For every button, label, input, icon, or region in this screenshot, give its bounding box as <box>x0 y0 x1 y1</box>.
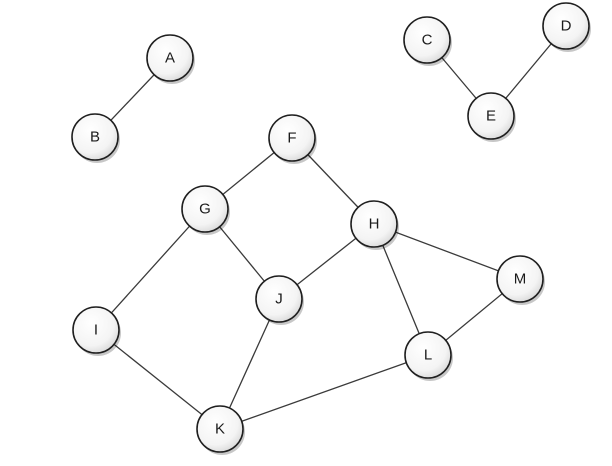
node-i: I <box>72 306 121 356</box>
node-d: D <box>542 2 591 52</box>
node-label: F <box>287 130 296 147</box>
node-circle <box>146 34 194 82</box>
node-circle <box>268 114 316 162</box>
node-circle <box>181 185 229 233</box>
node-label: E <box>486 108 496 125</box>
node-b: B <box>71 113 120 163</box>
node-label: G <box>199 201 211 218</box>
node-g: G <box>181 185 230 235</box>
nodes-layer: A B C D E F G H I J K L M <box>71 2 591 455</box>
node-circle <box>496 255 544 303</box>
node-circle <box>542 2 590 50</box>
node-label: J <box>275 291 283 308</box>
node-label: H <box>369 216 380 233</box>
node-j: J <box>255 275 304 325</box>
node-m: M <box>496 255 545 305</box>
node-label: K <box>215 421 225 438</box>
node-c: C <box>403 16 452 66</box>
node-k: K <box>196 405 245 455</box>
node-circle <box>403 16 451 64</box>
edges-layer <box>94 25 567 430</box>
node-label: M <box>514 271 527 288</box>
node-label: C <box>422 32 433 49</box>
edge-k-l <box>219 354 429 430</box>
node-a: A <box>146 34 195 84</box>
node-label: B <box>90 129 100 146</box>
node-circle <box>404 331 452 379</box>
node-circle <box>350 200 398 248</box>
node-label: A <box>165 50 175 67</box>
node-label: L <box>424 347 432 364</box>
node-circle <box>255 275 303 323</box>
node-l: L <box>404 331 453 381</box>
edge-g-i <box>95 208 206 331</box>
node-label: I <box>94 322 98 339</box>
node-circle <box>72 306 120 354</box>
node-circle <box>467 92 515 140</box>
node-label: D <box>561 18 572 35</box>
node-e: E <box>467 92 516 142</box>
node-circle <box>196 405 244 453</box>
edge-h-m <box>373 223 521 280</box>
node-h: H <box>350 200 399 250</box>
node-circle <box>71 113 119 161</box>
edge-i-k <box>95 329 221 430</box>
node-f: F <box>268 114 317 164</box>
